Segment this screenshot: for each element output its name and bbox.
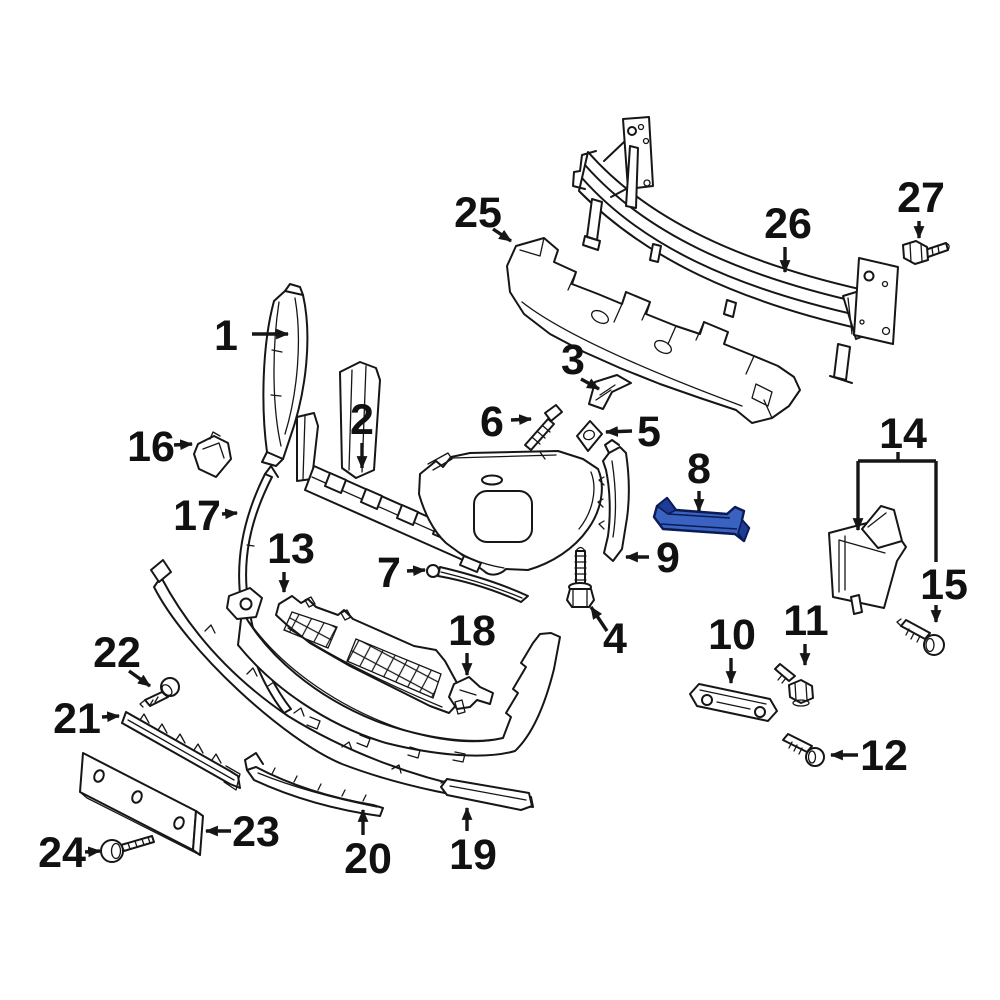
part-8-highlighted-bracket bbox=[652, 496, 751, 543]
callout-4-arrow bbox=[589, 606, 609, 632]
part-16-cap bbox=[193, 431, 232, 478]
callout-3-label: 3 bbox=[561, 336, 585, 384]
callout-12-label: 12 bbox=[860, 732, 908, 780]
callout-2-label: 2 bbox=[350, 396, 374, 444]
part-27-bolt bbox=[902, 240, 950, 265]
part-4-bolt bbox=[566, 546, 595, 608]
callout-27-label: 27 bbox=[897, 174, 945, 222]
callout-5-label: 5 bbox=[637, 408, 661, 456]
part-10-bracket-plate bbox=[689, 683, 778, 722]
part-15-screw bbox=[896, 618, 945, 656]
callout-24-label: 24 bbox=[38, 829, 86, 877]
part-5-spacer bbox=[576, 420, 603, 452]
part-19-lower-molding bbox=[150, 559, 534, 811]
callout-22-label: 22 bbox=[93, 629, 141, 677]
callout-4-label: 4 bbox=[603, 615, 627, 663]
callout-22-arrow bbox=[128, 669, 151, 688]
part-6-screw bbox=[524, 404, 563, 451]
part-13-lower-grille bbox=[275, 595, 461, 714]
part-7-trim bbox=[426, 564, 529, 603]
part-18-bracket bbox=[448, 676, 494, 715]
callout-26-label: 26 bbox=[764, 200, 812, 248]
part-20-molding bbox=[244, 752, 384, 817]
callout-1-label: 1 bbox=[214, 312, 238, 360]
part-21-strip bbox=[121, 711, 241, 791]
callout-5-arrow bbox=[604, 426, 633, 437]
callout-21-label: 21 bbox=[53, 695, 101, 743]
part-14-deflector bbox=[828, 505, 907, 615]
callout-25-arrow bbox=[492, 227, 512, 243]
part-11-bolt bbox=[774, 663, 814, 707]
part-23-license-bracket bbox=[79, 752, 204, 856]
callout-9-label: 9 bbox=[656, 534, 680, 582]
callout-6-label: 6 bbox=[480, 398, 504, 446]
callout-24-arrow bbox=[84, 846, 102, 858]
callout-18-label: 18 bbox=[448, 607, 496, 655]
callout-11-label: 11 bbox=[783, 597, 828, 645]
part-25-absorber bbox=[506, 237, 801, 424]
callout-21-arrow bbox=[101, 711, 121, 723]
part-26-impact-bar bbox=[572, 116, 899, 384]
part-12-screw bbox=[782, 733, 825, 767]
lower-valance bbox=[226, 587, 561, 763]
callout-13-label: 13 bbox=[267, 525, 315, 573]
callout-7-label: 7 bbox=[377, 549, 401, 597]
callout-8-label: 8 bbox=[687, 445, 711, 493]
callout-10-label: 10 bbox=[708, 611, 756, 659]
callout-16-arrow bbox=[173, 439, 194, 451]
callout-17-label: 17 bbox=[173, 492, 221, 540]
callout-15-label: 15 bbox=[920, 561, 968, 609]
callout-3-arrow bbox=[580, 377, 600, 391]
callout-14-label: 14 bbox=[879, 410, 927, 458]
part-22-screw bbox=[139, 677, 180, 708]
callout-17-arrow bbox=[221, 508, 239, 520]
callout-16-label: 16 bbox=[127, 423, 175, 471]
part-24-screw bbox=[100, 835, 155, 863]
callout-7-arrow bbox=[406, 565, 427, 577]
bumper-cover bbox=[418, 450, 603, 576]
callout-25-label: 25 bbox=[454, 189, 502, 237]
callout-19-label: 19 bbox=[449, 831, 497, 879]
part-9-side-support bbox=[597, 439, 630, 562]
callout-6-arrow bbox=[510, 414, 533, 426]
callout-20-label: 20 bbox=[344, 835, 392, 883]
callout-23-label: 23 bbox=[232, 808, 280, 856]
